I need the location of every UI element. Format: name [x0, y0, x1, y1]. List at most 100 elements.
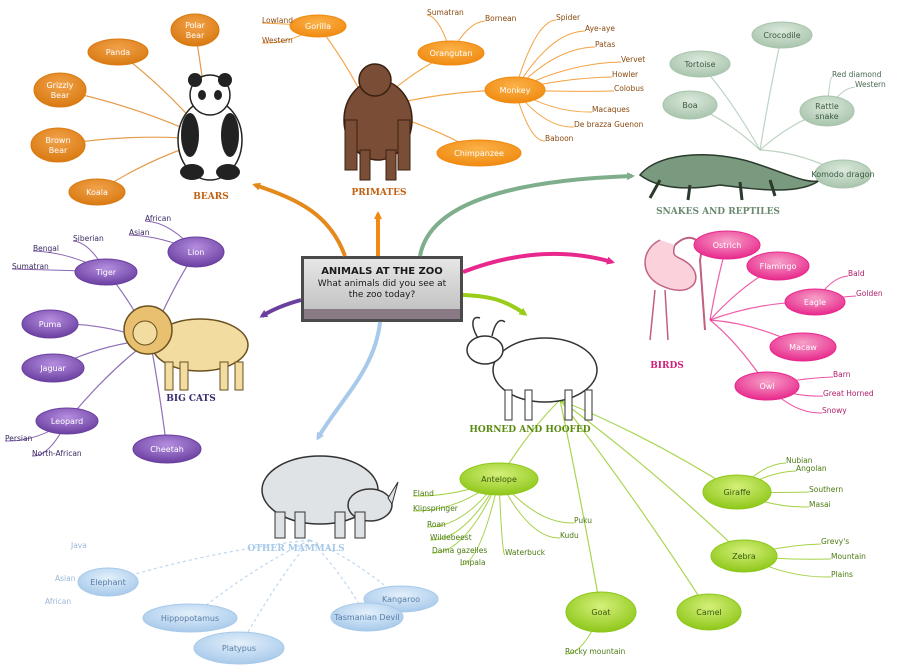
leaf-golden[interactable]: Golden — [856, 289, 883, 298]
node-macaw[interactable]: Macaw — [769, 332, 837, 362]
leaf-southern[interactable]: Southern — [809, 485, 843, 494]
node-eagle[interactable]: Eagle — [784, 288, 846, 316]
node-elephant[interactable]: Elephant — [77, 567, 139, 597]
node-label: Boa — [682, 101, 697, 110]
node-shape — [751, 21, 813, 49]
node-shape — [814, 159, 872, 189]
leaf-impala[interactable]: Impala — [460, 558, 486, 567]
leaf-barn[interactable]: Barn — [833, 370, 851, 379]
leaf-snowy[interactable]: Snowy — [822, 406, 847, 415]
node-tasmanian[interactable]: Tasmanian Devil — [330, 602, 404, 632]
node-owl[interactable]: Owl — [734, 371, 800, 401]
leaf-puku[interactable]: Puku — [574, 516, 592, 525]
node-zebra[interactable]: Zebra — [710, 539, 778, 573]
leaf-colobus[interactable]: Colobus — [614, 84, 644, 93]
node-gorilla[interactable]: Gorilla — [289, 14, 347, 38]
node-tortoise[interactable]: Tortoise — [669, 50, 731, 78]
main-branches — [252, 172, 635, 441]
node-giraffe[interactable]: Giraffe — [702, 474, 772, 510]
leaf-westernr[interactable]: Western — [855, 80, 886, 89]
node-label: Crocodile — [763, 31, 800, 40]
node-goat[interactable]: Goat — [565, 591, 637, 633]
node-camel[interactable]: Camel — [676, 593, 742, 631]
leaf-grevys[interactable]: Grevy's — [821, 537, 849, 546]
category-label-other: OTHER MAMMALS — [247, 544, 344, 554]
leaf-spider[interactable]: Spider — [556, 13, 581, 22]
leaf-damagazelle[interactable]: Dama gazelles — [432, 546, 487, 555]
node-label: Platypus — [222, 644, 256, 653]
leaf-vervet[interactable]: Vervet — [621, 55, 645, 64]
node-shape — [289, 14, 347, 38]
leaf-bengal[interactable]: Bengal — [33, 244, 59, 253]
leaf-java[interactable]: Java — [70, 541, 87, 550]
leaf-klipspringer[interactable]: Klipspringer — [413, 504, 459, 513]
leaf-siberian[interactable]: Siberian — [73, 234, 104, 243]
leaf-baboon[interactable]: Baboon — [545, 134, 574, 143]
node-boa[interactable]: Boa — [662, 90, 718, 120]
node-puma[interactable]: Puma — [21, 309, 79, 339]
leaf-sumatranc[interactable]: Sumatran — [12, 262, 49, 271]
leaf-eland[interactable]: Eland — [413, 489, 434, 498]
node-jaguar[interactable]: Jaguar — [21, 353, 85, 383]
leaf-roan[interactable]: Roan — [427, 520, 446, 529]
leaf-ayeaye[interactable]: Aye-aye — [585, 24, 615, 33]
leaf-northafrican[interactable]: North-African — [32, 449, 82, 458]
leaf-african[interactable]: African — [145, 214, 171, 223]
leaf-mountain[interactable]: Mountain — [831, 552, 866, 561]
node-cheetah[interactable]: Cheetah — [132, 434, 202, 464]
leaf-greathorned[interactable]: Great Horned — [823, 389, 874, 398]
leaf-bald[interactable]: Bald — [848, 269, 865, 278]
leaf-howler[interactable]: Howler — [612, 70, 639, 79]
leaf-asian2[interactable]: Asian — [55, 574, 76, 583]
node-lion[interactable]: Lion — [167, 236, 225, 268]
leaf-nubian[interactable]: Nubian — [786, 456, 813, 465]
leaf-asian[interactable]: Asian — [129, 228, 150, 237]
node-monkey[interactable]: Monkey — [484, 76, 546, 104]
animal-illustrations — [123, 63, 821, 539]
leaf-wildebeest[interactable]: Wildebeest — [430, 533, 472, 542]
node-tiger[interactable]: Tiger — [74, 258, 138, 286]
leaf-angolan[interactable]: Angolan — [796, 464, 827, 473]
node-antelope[interactable]: Antelope — [459, 462, 539, 496]
leaf-macaques[interactable]: Macaques — [592, 105, 630, 114]
leaf-plains[interactable]: Plains — [831, 570, 853, 579]
node-shape — [484, 76, 546, 104]
leaf-sumatran[interactable]: Sumatran — [427, 8, 464, 17]
node-flamingo[interactable]: Flamingo — [746, 251, 810, 281]
leaf-persian[interactable]: Persian — [5, 434, 33, 443]
leaf-lowland[interactable]: Lowland — [262, 16, 293, 25]
node-hippo[interactable]: Hippopotamus — [142, 603, 238, 633]
node-ostrich[interactable]: Ostrich — [693, 230, 761, 260]
leaf-rockymountain[interactable]: Rocky mountain — [565, 647, 626, 656]
node-platypus[interactable]: Platypus — [193, 631, 285, 665]
leaf-bornean[interactable]: Bornean — [485, 14, 517, 23]
node-chimpanzee[interactable]: Chimpanzee — [436, 139, 522, 167]
node-shape — [676, 593, 742, 631]
node-label: Ostrich — [713, 241, 742, 250]
leaf-waterbuck[interactable]: Waterbuck — [505, 548, 546, 557]
leaf-debrazza[interactable]: De brazza Guenon — [574, 120, 644, 129]
node-label: Grizzly — [46, 81, 73, 90]
node-leopard[interactable]: Leopard — [35, 407, 99, 435]
central-topic-box[interactable]: ANIMALS AT THE ZOO What animals did you … — [301, 256, 463, 322]
node-label: Camel — [696, 608, 721, 617]
leaf-masai[interactable]: Masai — [809, 500, 831, 509]
node-label: Bear — [49, 146, 68, 155]
node-orangutan[interactable]: Orangutan — [417, 40, 485, 66]
leaf-kudu[interactable]: Kudu — [560, 531, 579, 540]
node-panda[interactable]: Panda — [87, 38, 149, 66]
node-komodo[interactable]: Komodo dragon — [811, 159, 875, 189]
node-koala[interactable]: Koala — [68, 178, 126, 206]
node-crocodile[interactable]: Crocodile — [751, 21, 813, 49]
leaf-african2[interactable]: African — [45, 597, 71, 606]
leaf-reddiamond[interactable]: Red diamond — [832, 70, 882, 79]
leaf-patas[interactable]: Patas — [595, 40, 615, 49]
leaf-western[interactable]: Western — [262, 36, 293, 45]
